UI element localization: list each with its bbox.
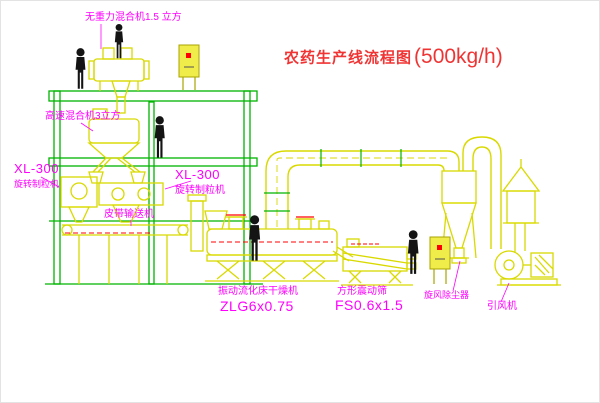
label-dryer-name: 振动流化床干燥机: [218, 286, 298, 297]
label-granulator-left-name: 旋转制粒机: [14, 179, 60, 189]
person-figure-mixer-top: [114, 23, 124, 59]
person-figure-second-floor: [154, 116, 165, 158]
label-dryer-model: ZLG6x0.75: [220, 298, 294, 314]
person-figure-sieve: [407, 230, 419, 274]
label-leaders: [40, 24, 510, 303]
label-gravity-mixer: 无重力混合机1.5 立方: [85, 12, 182, 23]
control-panel-1: [178, 44, 200, 90]
high-speed-mixer: [87, 108, 141, 173]
gravity-mixer: [88, 47, 150, 114]
label-sieve-model: FS0.6x1.5: [335, 297, 404, 313]
exhaust-stack: [501, 159, 541, 253]
diagram-title-capacity: (500kg/h): [414, 45, 503, 68]
label-granulator-center-model: XL-300: [175, 167, 220, 182]
diagram-title-text: 农药生产线流程图: [284, 49, 413, 67]
duct-centerline: [276, 157, 451, 227]
label-high-speed-mixer: 高速混合机3立方: [45, 111, 121, 122]
induced-draft-fan: [494, 250, 561, 286]
flange-marks-red: [226, 214, 314, 218]
building-frame: [45, 90, 263, 285]
person-figure-dryer: [249, 215, 261, 261]
label-cyclone: 旋风除尘器: [424, 290, 470, 300]
belt-conveyor: [61, 224, 189, 284]
label-fan: 引风机: [487, 301, 517, 312]
person-figure-platform: [75, 48, 86, 89]
vibrating-sieve: [341, 238, 417, 286]
panel-red-button: [437, 245, 442, 250]
panel-red-button: [186, 53, 191, 58]
label-granulator-center-name: 旋转制粒机: [175, 185, 225, 196]
cyclone-separator: [441, 170, 477, 264]
diagram-title: 农药生产线流程图(500kg/h): [284, 45, 503, 69]
duct-flanges: [264, 149, 402, 212]
granulator-left: [60, 176, 98, 223]
label-sieve-name: 方形震动筛: [337, 286, 387, 297]
label-belt-conveyor: 皮带输送机: [104, 209, 154, 220]
label-granulator-left-model: XL-300: [14, 161, 59, 176]
fluid-bed-dryer: [205, 216, 354, 282]
exhaust-duct: [265, 136, 502, 249]
control-panel-2: [429, 236, 451, 284]
